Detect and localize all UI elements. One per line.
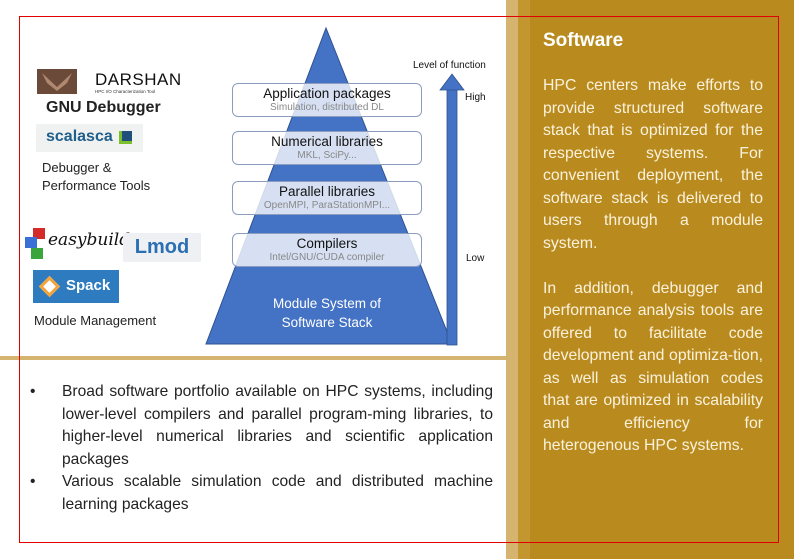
arrow-label: Level of function xyxy=(413,60,486,71)
scalasca-logo: scalasca xyxy=(36,124,143,152)
scalasca-text: scalasca xyxy=(46,128,113,145)
accent-strip-light xyxy=(506,0,518,559)
lmod-logo: Lmod xyxy=(123,233,201,262)
layer-subtitle: MKL, SciPy... xyxy=(297,150,357,161)
layer-title: Numerical libraries xyxy=(271,134,383,149)
layer-numerical-libraries: Numerical libraries MKL, SciPy... xyxy=(232,131,422,165)
easybuild-cubes-icon xyxy=(25,228,49,260)
layer-compilers: Compilers Intel/GNU/CUDA compiler xyxy=(232,233,422,267)
bullet-item: Broad software portfolio available on HP… xyxy=(30,381,493,471)
spack-text: Spack xyxy=(66,277,111,294)
debugger-label-2: Performance Tools xyxy=(42,178,151,193)
layer-title: Compilers xyxy=(296,236,358,251)
gnu-debugger-logo: GNU Debugger xyxy=(46,99,161,116)
panel-paragraph-1: HPC centers make efforts to provide stru… xyxy=(543,77,763,252)
bullet-list: Broad software portfolio available on HP… xyxy=(30,381,493,516)
layer-application-packages: Application packages Simulation, distrib… xyxy=(232,83,422,117)
panel-text: HPC centers make efforts to provide stru… xyxy=(543,75,763,480)
darshan-logo xyxy=(37,69,77,94)
pyramid-base-label: Module System of Software Stack xyxy=(232,294,422,332)
software-panel xyxy=(530,0,794,559)
debugger-label-1: Debugger & xyxy=(42,160,112,175)
darshan-bird-icon xyxy=(42,73,72,91)
base-line-1: Module System of xyxy=(272,296,382,311)
low-label: Low xyxy=(466,253,485,264)
layer-subtitle: Intel/GNU/CUDA compiler xyxy=(269,252,385,263)
bullet-item: Various scalable simulation code and dis… xyxy=(30,471,493,516)
panel-title: Software xyxy=(543,30,624,51)
layer-title: Parallel libraries xyxy=(278,184,376,199)
module-management-label: Module Management xyxy=(34,313,157,328)
base-line-2: Software Stack xyxy=(281,315,373,330)
layer-subtitle: Simulation, distributed DL xyxy=(270,102,384,113)
easybuild-logo: easybuild xyxy=(48,230,131,250)
darshan-tagline: HPC I/O Characterization Tool xyxy=(95,89,156,94)
high-label: High xyxy=(465,92,486,103)
lmod-text: Lmod xyxy=(134,236,190,258)
darshan-name: DARSHAN xyxy=(95,70,182,89)
divider xyxy=(0,356,506,360)
layer-subtitle: OpenMPI, ParaStationMPI... xyxy=(263,200,391,211)
level-arrow xyxy=(439,73,465,346)
layer-title: Application packages xyxy=(263,86,391,101)
layer-parallel-libraries: Parallel libraries OpenMPI, ParaStationM… xyxy=(232,181,422,215)
accent-strip-mid xyxy=(518,0,530,559)
spack-logo: Spack xyxy=(33,270,119,303)
scalasca-square-icon xyxy=(119,131,132,144)
panel-paragraph-2: In addition, debugger and performance an… xyxy=(543,279,763,455)
